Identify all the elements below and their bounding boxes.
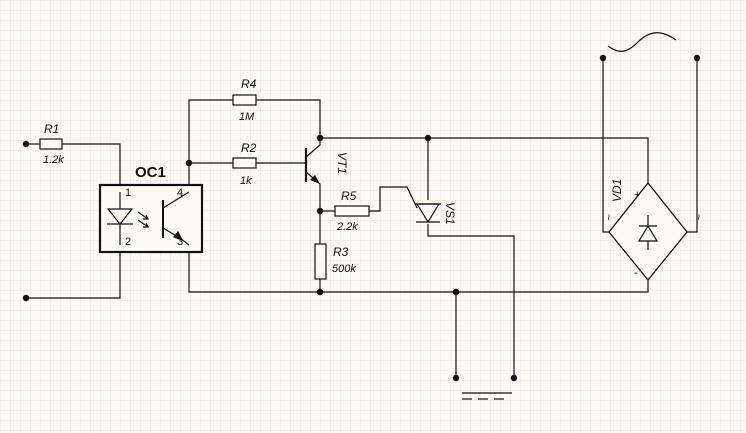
r5-value: 2.2k	[336, 221, 358, 233]
r1-value: 1.2k	[43, 154, 64, 166]
r1-label: R1	[44, 122, 59, 136]
phototransistor-icon	[162, 191, 190, 246]
r5-label: R5	[341, 189, 357, 203]
oc1-pin4: 4	[177, 187, 183, 199]
oc1-pin2: 2	[125, 236, 131, 248]
r4-label: R4	[241, 77, 257, 91]
resistor-r4[interactable]	[232, 94, 257, 106]
vs1-label: VS1	[443, 202, 457, 225]
ac-sine-icon	[607, 32, 677, 52]
oc1-label: OC1	[135, 164, 166, 181]
resistor-r5[interactable]	[334, 205, 370, 217]
vd1-label: VD1	[610, 179, 624, 202]
bridge-ac-right: ~	[692, 214, 704, 220]
bridge-plus: +	[634, 189, 640, 201]
r4-value: 1M	[239, 111, 255, 123]
r3-value: 500k	[332, 263, 356, 275]
diode-bridge-vd1[interactable]	[608, 181, 688, 282]
resistor-r3[interactable]	[314, 243, 327, 280]
r3-label: R3	[333, 245, 349, 259]
r2-value: 1k	[240, 175, 252, 187]
vt1-label: VT1	[335, 152, 349, 174]
bridge-diode-icon	[637, 215, 659, 250]
oc1-pin1: 1	[125, 187, 131, 199]
r2-label: R2	[241, 141, 257, 155]
transistor-arrow-icon	[310, 175, 320, 184]
resistor-r1[interactable]	[39, 138, 63, 150]
dc-output-icon	[462, 392, 512, 400]
bridge-minus: -	[634, 267, 638, 279]
resistor-r2[interactable]	[232, 157, 257, 169]
thyristor-vs1[interactable]	[415, 203, 441, 224]
oc1-pin3: 3	[177, 236, 183, 248]
optocoupler-oc1[interactable]	[98, 183, 204, 254]
bridge-ac-left: ~	[602, 214, 614, 220]
junctions	[22, 54, 701, 382]
led-icon	[106, 192, 149, 245]
